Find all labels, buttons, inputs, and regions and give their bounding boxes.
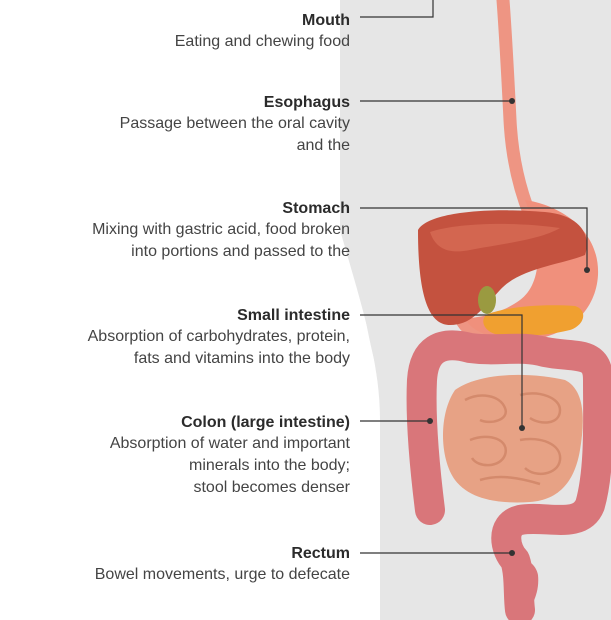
mouth-title: Mouth [175,11,350,31]
label-rectum: Rectum Bowel movements, urge to defecate [95,544,350,586]
colon-desc-line-2: minerals into the body; [110,455,350,477]
stomach-title: Stomach [92,199,350,219]
esophagus-desc-line-2: and the [120,135,350,157]
small-intestine-shape [443,375,583,503]
label-stomach: Stomach Mixing with gastric acid, food b… [92,199,350,263]
mouth-desc-line: Eating and chewing food [175,31,350,53]
label-mouth: Mouth Eating and chewing food [175,11,350,53]
dot-colon [427,418,433,424]
label-colon: Colon (large intestine) Absorption of wa… [110,413,350,499]
small-intestine-title: Small intestine [88,306,350,326]
colon-desc-line-3: stool becomes denser [110,477,350,499]
dot-small-intestine [519,425,525,431]
esophagus-desc-line-1: Passage between the oral cavity [120,113,350,135]
stomach-desc-line-1: Mixing with gastric acid, food broken [92,219,350,241]
gallbladder-shape [478,286,496,314]
label-esophagus: Esophagus Passage between the oral cavit… [120,93,350,157]
label-small-intestine: Small intestine Absorption of carbohydra… [88,306,350,370]
stomach-desc-line-2: into portions and passed to the [92,241,350,263]
dot-rectum [509,550,515,556]
small-intestine-desc-line-1: Absorption of carbohydrates, protein, [88,326,350,348]
rectum-desc-line: Bowel movements, urge to defecate [95,564,350,586]
esophagus-title: Esophagus [120,93,350,113]
colon-desc-line-1: Absorption of water and important [110,433,350,455]
dot-esophagus [509,98,515,104]
colon-title: Colon (large intestine) [110,413,350,433]
dot-stomach [584,267,590,273]
rectum-title: Rectum [95,544,350,564]
small-intestine-desc-line-2: fats and vitamins into the body [88,348,350,370]
